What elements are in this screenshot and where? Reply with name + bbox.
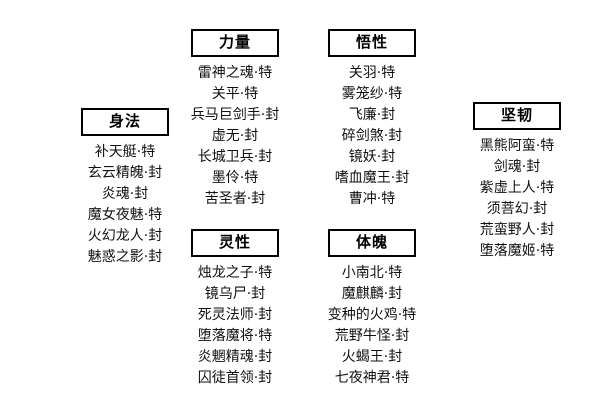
list-item[interactable]: 补天艇·特 <box>94 144 156 160</box>
list-item[interactable]: 雷神之魂·特 <box>197 65 273 81</box>
list-item[interactable]: 剑魂·封 <box>493 159 541 175</box>
list-item[interactable]: 堕落魔将·特 <box>197 328 273 344</box>
list-item[interactable]: 紫虚上人·特 <box>479 180 555 196</box>
group-list-wuxing: 关羽·特 雾笼纱·特 飞廉·封 碎剑煞·封 镜妖·封 嗜血魔王·封 曹冲·特 <box>335 63 409 210</box>
list-item[interactable]: 关羽·特 <box>348 65 396 81</box>
list-item[interactable]: 小南北·特 <box>341 265 403 281</box>
group-shenfa: 身法 补天艇·特 玄云精魄·封 炎魂·封 魔女夜魅·特 火幻龙人·封 魅惑之影·… <box>56 108 194 268</box>
group-tipo: 体魄 小南北·特 魔麒麟·封 变种的火鸡·特 荒野牛怪·封 火蝎王·封 七夜神君… <box>324 229 420 389</box>
group-list-tipo: 小南北·特 魔麒麟·封 变种的火鸡·特 荒野牛怪·封 火蝎王·封 七夜神君·特 <box>328 263 416 389</box>
list-item[interactable]: 魔麒麟·封 <box>341 286 403 302</box>
list-item[interactable]: 七夜神君·特 <box>334 370 410 386</box>
list-item[interactable]: 烛龙之子·特 <box>197 265 273 281</box>
list-item[interactable]: 曹冲·特 <box>348 191 396 207</box>
list-item[interactable]: 炎魂·封 <box>101 186 149 202</box>
list-item[interactable]: 虚无·封 <box>211 128 259 144</box>
list-item[interactable]: 墨伶·特 <box>211 170 259 186</box>
group-list-jianren: 黑熊阿蛮·特 剑魂·封 紫虚上人·特 须菩幻·封 荒蛮野人·封 堕落魔姬·特 <box>480 136 554 262</box>
group-title-shenfa: 身法 <box>80 108 169 136</box>
list-item[interactable]: 长城卫兵·封 <box>197 149 273 165</box>
list-item[interactable]: 囚徒首领·封 <box>197 370 273 386</box>
group-liliang: 力量 雷神之魂·特 关平·特 兵马巨剑手·封 虚无·封 长城卫兵·封 墨伶·特 … <box>188 29 282 210</box>
group-jianren: 坚韧 黑熊阿蛮·特 剑魂·封 紫虚上人·特 须菩幻·封 荒蛮野人·封 堕落魔姬·… <box>452 102 582 262</box>
list-item[interactable]: 玄云精魄·封 <box>87 165 163 181</box>
group-list-lingxing: 烛龙之子·特 镜乌尸·封 死灵法师·封 堕落魔将·特 炎魍精魂·封 囚徒首领·封 <box>198 263 272 389</box>
group-title-wuxing: 悟性 <box>327 29 416 57</box>
list-item[interactable]: 炎魍精魂·封 <box>197 349 273 365</box>
group-list-shenfa: 补天艇·特 玄云精魄·封 炎魂·封 魔女夜魅·特 火幻龙人·封 魅惑之影·封 <box>88 142 162 268</box>
list-item[interactable]: 荒蛮野人·封 <box>479 222 555 238</box>
list-item[interactable]: 镜妖·封 <box>348 149 396 165</box>
group-title-tipo: 体魄 <box>327 229 416 257</box>
group-title-lingxing: 灵性 <box>190 229 279 257</box>
list-item[interactable]: 魔女夜魅·特 <box>87 207 163 223</box>
group-title-jianren: 坚韧 <box>472 102 561 130</box>
list-item[interactable]: 嗜血魔王·封 <box>334 170 410 186</box>
list-item[interactable]: 荒野牛怪·封 <box>334 328 410 344</box>
group-list-liliang: 雷神之魂·特 关平·特 兵马巨剑手·封 虚无·封 长城卫兵·封 墨伶·特 苦圣者… <box>191 63 279 210</box>
group-title-liliang: 力量 <box>190 29 279 57</box>
list-item[interactable]: 雾笼纱·特 <box>341 86 403 102</box>
list-item[interactable]: 关平·特 <box>211 86 259 102</box>
list-item[interactable]: 飞廉·封 <box>348 107 396 123</box>
list-item[interactable]: 兵马巨剑手·封 <box>190 107 280 123</box>
list-item[interactable]: 变种的火鸡·特 <box>327 307 417 323</box>
list-item[interactable]: 镜乌尸·封 <box>204 286 266 302</box>
list-item[interactable]: 火蝎王·封 <box>341 349 403 365</box>
group-wuxing: 悟性 关羽·特 雾笼纱·特 飞廉·封 碎剑煞·封 镜妖·封 嗜血魔王·封 曹冲·… <box>324 29 420 210</box>
list-item[interactable]: 黑熊阿蛮·特 <box>479 138 555 154</box>
group-lingxing: 灵性 烛龙之子·特 镜乌尸·封 死灵法师·封 堕落魔将·特 炎魍精魂·封 囚徒首… <box>188 229 282 389</box>
list-item[interactable]: 火幻龙人·封 <box>87 228 163 244</box>
list-item[interactable]: 魅惑之影·封 <box>87 249 163 265</box>
list-item[interactable]: 堕落魔姬·特 <box>479 243 555 259</box>
list-item[interactable]: 碎剑煞·封 <box>341 128 403 144</box>
list-item[interactable]: 须菩幻·封 <box>486 201 548 217</box>
list-item[interactable]: 苦圣者·封 <box>204 191 266 207</box>
list-item[interactable]: 死灵法师·封 <box>197 307 273 323</box>
